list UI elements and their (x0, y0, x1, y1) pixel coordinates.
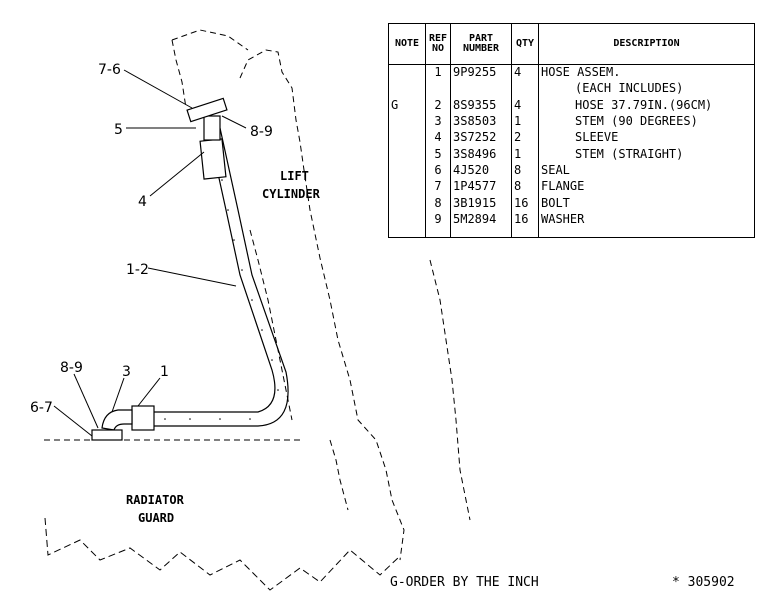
description-cell: SEAL (538, 162, 755, 180)
part-number-cell: 1P4577 (450, 179, 512, 196)
drawing-number: * 305902 (672, 575, 735, 590)
description-cell: STEM (90 DEGREES) (538, 113, 755, 131)
note-cell: G (388, 97, 426, 114)
part-number-cell: 4J520 (450, 162, 512, 180)
upper-sleeve (199, 138, 227, 180)
lower-sleeve (131, 405, 155, 431)
qty-cell: 4 (511, 64, 539, 82)
part-number-cell: 5M2894 (450, 211, 512, 229)
callout-1: 1 (160, 364, 169, 380)
ref-cell (425, 81, 451, 98)
callout-7-6: 7-6 (98, 62, 121, 78)
callout-1-2: 1-2 (126, 262, 149, 278)
ref-cell: 9 (425, 211, 451, 229)
part-number-cell: 3S7252 (450, 130, 512, 147)
callout-3: 3 (122, 364, 131, 380)
lift-cylinder-outline (44, 29, 471, 561)
order-note: G-ORDER BY THE INCH (390, 575, 539, 590)
description-cell: BOLT (538, 195, 755, 212)
part-number-cell: 8S9355 (450, 97, 512, 114)
description-cell: HOSE 37.79IN.(96CM) (538, 97, 755, 114)
description-cell: (EACH INCLUDES) (538, 81, 755, 98)
qty-cell: 8 (511, 179, 539, 196)
ref-cell: 6 (425, 162, 451, 180)
qty-cell: 1 (511, 146, 539, 163)
note-cell (388, 179, 426, 196)
radiator-label: RADIATOR (126, 493, 185, 507)
upper-flange (186, 97, 228, 123)
ref-cell: 2 (425, 97, 451, 114)
qty-cell: 4 (511, 97, 539, 114)
callout-8-9-top: 8-9 (250, 124, 273, 140)
qty-cell: 2 (511, 130, 539, 147)
qty-cell: 1 (511, 113, 539, 131)
part-number-cell: 3S8496 (450, 146, 512, 163)
callout-5: 5 (114, 122, 123, 138)
description-cell: FLANGE (538, 179, 755, 196)
qty-cell: 16 (511, 195, 539, 212)
note-cell (388, 130, 426, 147)
note-cell (388, 146, 426, 163)
header-description: DESCRIPTION (538, 23, 755, 65)
part-number-cell: 9P9255 (450, 64, 512, 82)
part-number-cell: 3S8503 (450, 113, 512, 131)
description-cell: HOSE ASSEM. (538, 64, 755, 82)
hose (150, 127, 289, 427)
part-number-cell: 3B1915 (450, 195, 512, 212)
radiator-guard-outline (44, 517, 401, 591)
header-note: NOTE (388, 23, 426, 65)
qty-cell: 16 (511, 211, 539, 229)
ref-cell: 4 (425, 130, 451, 147)
description-cell: WASHER (538, 211, 755, 229)
ref-cell: 8 (425, 195, 451, 212)
guard-label: GUARD (138, 511, 174, 525)
part-number-cell (450, 81, 512, 98)
ref-cell: 3 (425, 113, 451, 131)
lower-elbow (101, 409, 133, 431)
callout-8-9-bottom: 8-9 (60, 360, 83, 376)
note-cell (388, 113, 426, 131)
ref-cell: 5 (425, 146, 451, 163)
qty-cell: 8 (511, 162, 539, 180)
note-cell (388, 81, 426, 98)
note-cell (388, 211, 426, 229)
description-cell: STEM (STRAIGHT) (538, 146, 755, 163)
qty-cell (511, 81, 539, 98)
hose-texture (164, 179, 279, 420)
description-cell: SLEEVE (538, 130, 755, 147)
table-filler-row (388, 228, 755, 238)
cylinder-label: CYLINDER (262, 187, 321, 201)
ref-cell: 7 (425, 179, 451, 196)
note-cell (388, 64, 426, 82)
lower-flange (91, 429, 123, 441)
ref-cell: 1 (425, 64, 451, 82)
callout-6-7: 6-7 (30, 400, 53, 416)
leader-lines (53, 69, 247, 437)
upper-stem (203, 115, 221, 141)
note-cell (388, 195, 426, 212)
lift-label: LIFT (280, 169, 309, 183)
callout-4: 4 (138, 194, 147, 210)
note-cell (388, 162, 426, 180)
table-row: (EACH INCLUDES) (388, 81, 755, 98)
header-qty: QTY (511, 23, 539, 65)
